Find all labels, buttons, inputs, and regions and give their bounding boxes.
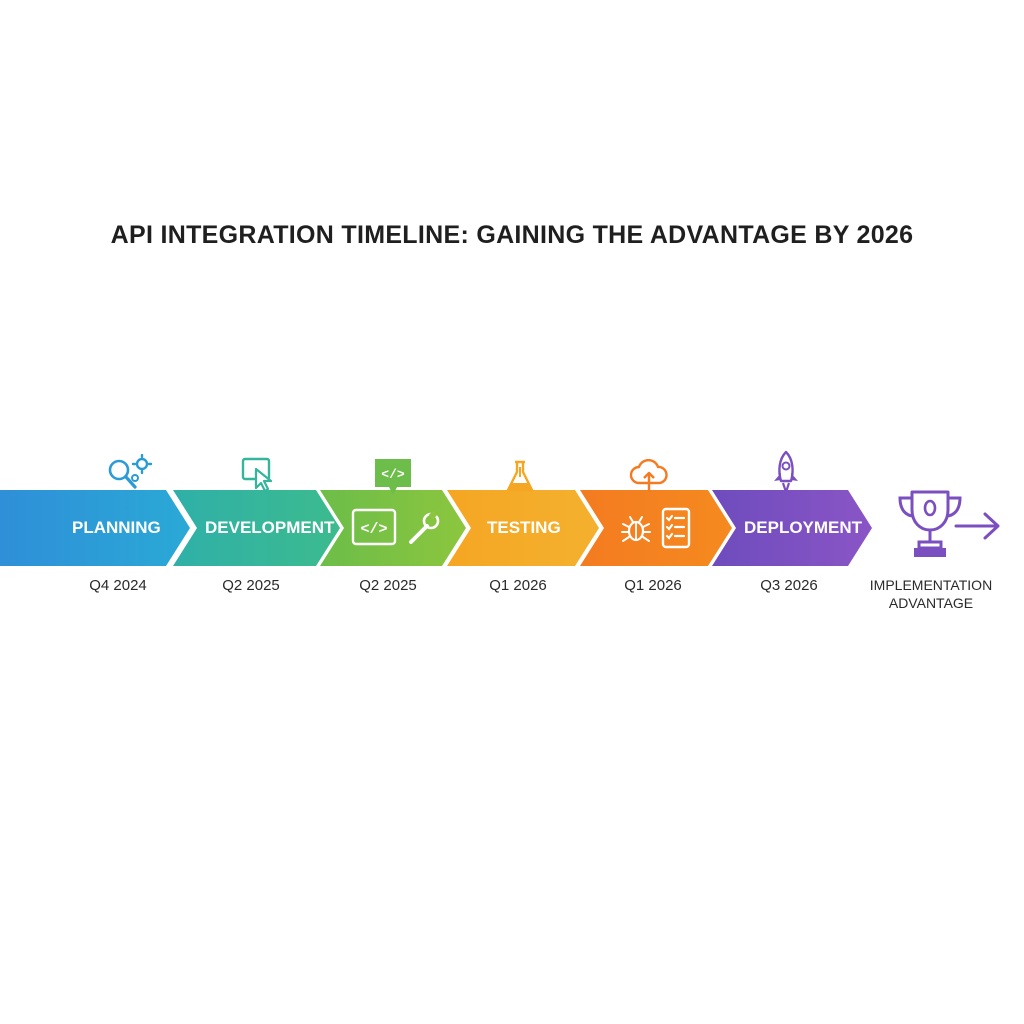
bug-icon: [621, 516, 651, 542]
stage-development-date: Q2 2025: [222, 577, 280, 594]
cursor-window-icon: [241, 457, 273, 493]
stage-code-band: [320, 490, 466, 566]
implementation-advantage-line1: IMPLEMENTATION: [869, 577, 993, 593]
stage-testing-label: TESTING: [487, 518, 561, 537]
trophy-arrow-icon: [898, 490, 1000, 557]
svg-text:</>: </>: [381, 467, 405, 482]
stage-development-label: DEVELOPMENT: [205, 518, 335, 537]
wrench-icon: [409, 510, 440, 544]
stage-planning-band: PLANNING: [0, 490, 190, 566]
page-title: API INTEGRATION TIMELINE: GAINING THE AD…: [110, 221, 914, 249]
stage-qa-date: Q1 2026: [624, 577, 682, 594]
stage-deployment-date: Q3 2026: [760, 577, 818, 594]
implementation-advantage-line2: ADVANTAGE: [888, 595, 974, 611]
stage-qa-band: [580, 490, 732, 566]
rocket-icon: [774, 450, 798, 494]
stage-planning-date: Q4 2024: [89, 577, 147, 594]
stage-deployment-band: DEPLOYMENT: [712, 490, 872, 566]
stage-planning-label: PLANNING: [72, 518, 161, 537]
stage-deployment-label: DEPLOYMENT: [744, 518, 863, 537]
code-window-icon: </>: [351, 508, 397, 546]
stage-testing-date: Q1 2026: [489, 577, 547, 594]
code-bubble-icon: </>: [375, 459, 411, 495]
flask-icon: [506, 460, 534, 492]
cloud-upload-icon: [629, 459, 668, 492]
implementation-advantage-label: IMPLEMENTATION ADVANTAGE: [852, 576, 1010, 612]
stage-testing-band: TESTING: [447, 490, 599, 566]
checklist-icon: [661, 507, 691, 549]
stage-code-date: Q2 2025: [359, 577, 417, 594]
magnifier-gear-icon: [108, 454, 153, 489]
svg-text:</>: </>: [360, 521, 387, 538]
stage-development-band: DEVELOPMENT: [173, 490, 340, 566]
